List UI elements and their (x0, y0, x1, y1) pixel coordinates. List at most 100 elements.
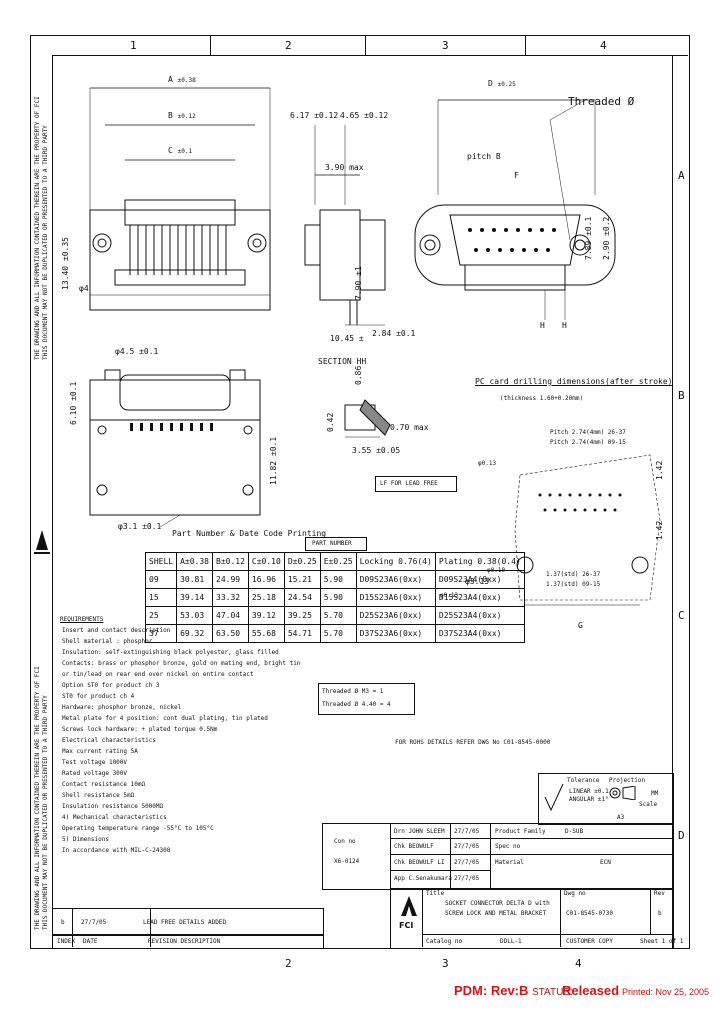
print-label: Part Number & Date Code Printing (172, 529, 327, 538)
pdm-rev: PDM: Rev:B (454, 983, 529, 998)
spec-label: Spec no (495, 843, 521, 850)
header-cell: Locking 0.76(4) (355, 552, 436, 571)
threaded-notes: Threaded Ø M3 = 1 Threaded Ø 4.40 = 4 (318, 683, 415, 715)
row-label: B (678, 389, 685, 402)
header-cell: SHELL (144, 552, 178, 571)
table-row: 09 30.81 24.99 16.96 15.21 5.90 D09S23A6… (144, 570, 525, 589)
revision-description: LEAD FREE DETAILS ADDED (143, 919, 227, 926)
dwg-no: C01-8545-0730 (566, 910, 613, 917)
tb-divider (650, 888, 651, 934)
header-cell: B±0.12 (212, 552, 249, 571)
col-label: 3 (442, 39, 449, 52)
pcb-pitch1: Pitch 2.74(4mm) 26-37 (550, 429, 626, 436)
side-view-drawing (304, 125, 386, 326)
tb-divider (422, 888, 423, 947)
dim-086: 0.86 (354, 365, 363, 385)
req-line: Screws lock hardware: + plated torque 0.… (62, 726, 218, 733)
printed-date: Printed: Nov 25, 2005 (622, 987, 710, 997)
row-label: C (678, 609, 685, 622)
dim-left: 6.17 ±0.12 (290, 111, 339, 120)
threaded-label: Threaded Ø (568, 95, 635, 108)
dim-max: 3.90 max (325, 163, 364, 172)
tb-hline (390, 838, 672, 839)
grid-tick (210, 35, 211, 55)
catalog-no: DDLL-1 (500, 938, 522, 945)
table-cell: D25S23A4(0xx) (434, 606, 525, 625)
dim-013a: φ0.13 (478, 460, 497, 467)
right-grid-line (672, 55, 673, 948)
revision-header: INDEX DATE REVISION DESCRIPTION (52, 934, 324, 949)
dim-phi45: φ4.5 ±0.1 (115, 347, 159, 356)
req-line: Insulation: self-extinguishing black pol… (62, 649, 279, 656)
part-number-header: PART NUMBER (312, 540, 352, 547)
row-label: A (678, 169, 685, 182)
f-label: F (514, 171, 519, 180)
table-cell: 53.03 (176, 606, 213, 625)
sheet: Sheet 1 of 1 (640, 938, 684, 945)
table-cell: 39.14 (176, 588, 213, 607)
col-label: 4 (600, 39, 607, 52)
table-row: 25 53.03 47.04 39.12 39.25 5.70 D25S23A6… (144, 606, 525, 625)
tb-divider (450, 823, 451, 888)
col-label: 1 (130, 39, 137, 52)
catalog-label: Catalog no (426, 938, 463, 945)
section-label: SECTION HH (318, 357, 367, 366)
table-row: 37 69.32 63.50 55.68 54.71 5.70 D37S23A6… (144, 624, 525, 643)
pcb-pitch2: Pitch 2.74(4mm) 09-15 (550, 439, 626, 446)
req-line: Shell resistance 5mΩ (62, 792, 135, 799)
table-cell: 39.25 (283, 606, 321, 625)
dim-355: 3.55 ±0.05 (352, 446, 401, 455)
dim-vertical: 13.40 ±0.35 (61, 237, 70, 290)
dim-042: 0.42 (326, 412, 335, 432)
shell-table: SHELL A±0.38 B±0.12 C±0.10 D±0.25 E±0.25… (144, 552, 525, 643)
req-line: Insulation resistance 5000MΩ (62, 803, 164, 810)
right-view-drawing (414, 99, 616, 320)
table-cell: 5.90 (319, 570, 357, 589)
req-line: Contacts: brass or phosphor bronze, gold… (62, 660, 301, 667)
table-cell: 5.70 (319, 606, 357, 625)
req-line: ST0 for product ch 4 (62, 693, 135, 700)
h-label: H (540, 321, 545, 330)
name-role: App C.Senakumara (394, 875, 452, 882)
dim-c: C ±0.1 (168, 146, 193, 155)
table-cell: D09S23A4(0xx) (434, 570, 525, 589)
name-date: 27/7/05 (454, 875, 480, 882)
threaded-note: Threaded Ø 4.40 = 4 (322, 701, 391, 708)
tb-divider (490, 823, 491, 888)
rev-divider (150, 908, 151, 947)
table-cell: 37 (144, 624, 178, 643)
dim-b: B ±0.12 (168, 111, 196, 120)
req-line: In accordance with MIL-C-24308 (62, 847, 171, 854)
tolerance-label: Tolerance (567, 777, 600, 784)
pcb-thickness: (thickness 1.60+0.20mm) (500, 395, 584, 402)
name-date: 27/7/05 (454, 859, 480, 866)
product-family-label: Product Family (495, 828, 546, 835)
dim-g: G (578, 621, 583, 630)
status-label: STATUS: (532, 987, 573, 998)
req-line: Contact resistance 10mΩ (62, 781, 146, 788)
title-area (390, 888, 674, 949)
h-label: H (562, 321, 567, 330)
tol1: 1.37(std) 26-37 (546, 571, 601, 578)
col-label: 2 (285, 39, 292, 52)
title-line: SOCKET CONNECTOR DELTA D with (445, 900, 550, 907)
req-line: Operating temperature range -55°C to 105… (62, 825, 214, 832)
table-cell: 30.81 (176, 570, 213, 589)
req-line: Electrical characteristics (62, 737, 156, 744)
row-label: D (678, 829, 685, 842)
tb-hline (390, 870, 490, 871)
customer-copy: CUSTOMER COPY (566, 938, 613, 945)
table-cell: 39.12 (247, 606, 285, 625)
projection-icon (609, 786, 636, 800)
tol2: 1.37(std) 09-15 (546, 581, 601, 588)
req-line: 4) Mechanical characteristics (62, 814, 167, 821)
tolerance-line: LINEAR ±0.1 (569, 788, 609, 795)
name-role: Chk BEOWULF (394, 843, 434, 850)
pcb-drawing (514, 454, 661, 606)
req-line: Shell material : phosphor (62, 638, 153, 645)
drawing-frame (30, 35, 690, 949)
dim-d: D ±0.25 (488, 79, 516, 88)
dim-1182: 11.82 ±0.1 (269, 436, 278, 485)
lead-free-box: LF FOR LEAD FREE (375, 476, 457, 492)
detail-drawing (344, 399, 391, 438)
